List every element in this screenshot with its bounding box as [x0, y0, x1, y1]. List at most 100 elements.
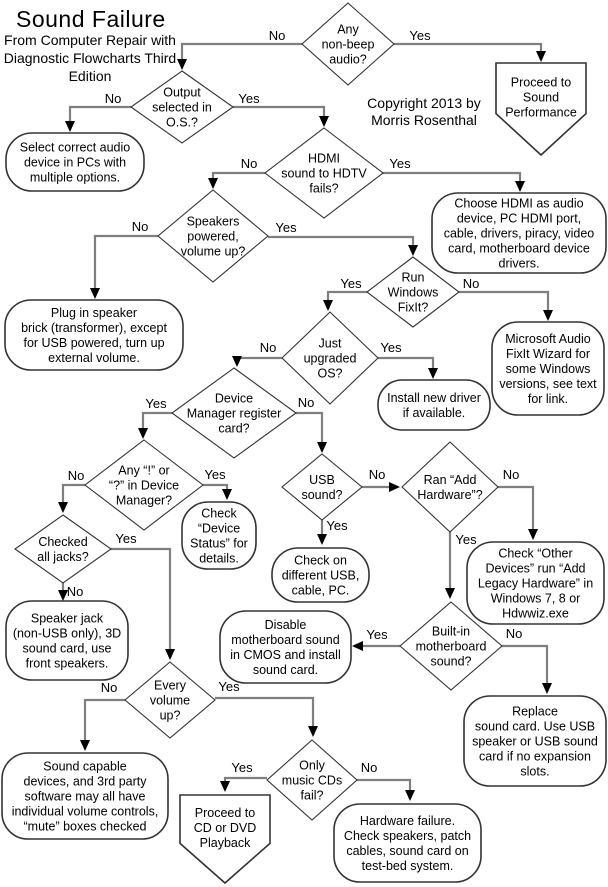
- just-upgraded-text: Just: [319, 337, 342, 351]
- check-usb-box: [271, 547, 370, 603]
- choose-hdmi-text: cable, drivers, piracy, video: [444, 227, 595, 241]
- ran-add-hw-diamond: [401, 441, 499, 533]
- edge-label: No: [506, 626, 523, 641]
- only-cds-text: fail?: [301, 789, 324, 803]
- edge-checked-jacks-yes: [111, 547, 175, 660]
- edge-label: Yes: [326, 518, 348, 533]
- sound-capable-text: individual volume controls,: [12, 805, 159, 819]
- copyright-line: Morris Rosenthal: [371, 112, 477, 128]
- sound-capable-text: “mute” boxes checked: [24, 820, 147, 834]
- run-fixit-text: FixIt?: [398, 301, 429, 315]
- edge-label: No: [260, 340, 277, 355]
- disable-mb-text: Disable: [265, 618, 307, 632]
- check-other-text: Legacy Hardware” in: [478, 577, 593, 591]
- replace-card-text: Replace: [512, 705, 558, 719]
- edge-output-os-no: [65, 105, 131, 132]
- any-bang-diamond: [84, 439, 204, 531]
- hdmi-text: HDMI: [308, 152, 340, 166]
- disable-mb-text: in CMOS and install: [230, 648, 340, 662]
- dm-register-diamond: [171, 367, 297, 459]
- edge-label: No: [298, 395, 315, 410]
- sound-capable-text: devices, and 3rd party: [24, 775, 148, 789]
- usb-sound-diamond: [281, 453, 363, 521]
- flowchart-title: Sound Failure: [16, 6, 166, 32]
- edge-label: No: [463, 276, 480, 291]
- sound-capable-text: software may all have: [25, 790, 146, 804]
- select-audio-box: [5, 132, 145, 192]
- edge-hdmi-yes: [383, 171, 525, 192]
- check-other-text: Windows 7, 8 or: [491, 592, 581, 606]
- choose-hdmi-text: card, motherboard device: [448, 242, 590, 256]
- only-cds-text: music CDs: [282, 774, 342, 788]
- ran-add-hw-text: Hardware”?: [417, 488, 482, 502]
- every-volume-text: up?: [160, 709, 181, 723]
- edge-label: No: [369, 467, 386, 482]
- ms-fixit-text: FixIt Wizard for: [506, 347, 590, 361]
- edge-label: No: [101, 680, 118, 695]
- every-volume-diamond: [124, 661, 216, 739]
- edge-any-bang-no: [58, 483, 85, 513]
- choose-hdmi-text: drivers.: [499, 257, 540, 271]
- edge-only-cds-no: [357, 778, 415, 801]
- output-os-text: O.S.?: [166, 116, 198, 130]
- select-audio-text: device in PCs with: [24, 156, 126, 170]
- edge-label: Yes: [204, 467, 226, 482]
- edge-speakers-powered-yes: [268, 235, 418, 256]
- edge-label: No: [68, 468, 85, 483]
- just-upgraded-diamond: [281, 311, 379, 405]
- check-other-text: Check “Other: [498, 547, 572, 561]
- replace-card-text: speaker or USB sound: [472, 735, 598, 749]
- edge-label: Yes: [389, 156, 411, 171]
- edge-label: Yes: [340, 276, 362, 291]
- replace-card-text: sound card. Use USB: [475, 720, 595, 734]
- checked-jacks-text: all jacks?: [37, 550, 88, 564]
- any-audio-diamond: [301, 2, 395, 86]
- disable-mb-box: [219, 610, 352, 684]
- edge-label: Yes: [238, 91, 260, 106]
- check-usb-text: cable, PC.: [292, 584, 350, 598]
- choose-hdmi-text: Choose HDMI as audio: [454, 197, 583, 211]
- edge-label: Yes: [231, 760, 253, 775]
- speaker-jack-text: sound card, use: [23, 642, 112, 656]
- sound-performance-pentagon: [495, 62, 587, 157]
- check-usb-text: Check on: [294, 554, 347, 568]
- edge-label: Yes: [409, 28, 431, 43]
- check-status-text: Check: [201, 507, 237, 521]
- check-usb-text: different USB,: [282, 569, 360, 583]
- edge-run-fixit-no: [459, 290, 553, 321]
- checked-jacks-text: Checked: [38, 535, 87, 549]
- edge-speakers-powered-no: [90, 234, 158, 299]
- install-driver-box: [377, 379, 491, 431]
- check-status-text: Status” for: [190, 537, 248, 551]
- output-os-text: Output: [163, 86, 201, 100]
- sound-performance-text: Performance: [505, 106, 577, 120]
- hdmi-diamond: [264, 127, 384, 219]
- edge-label: No: [269, 28, 286, 43]
- subtitle-line: Edition: [68, 68, 112, 84]
- ms-fixit-text: for link.: [528, 392, 568, 406]
- speaker-jack-text: (non-USB only), 3D: [13, 627, 121, 641]
- plug-brick-text: brick (transformer), except: [21, 321, 167, 335]
- only-cds-diamond: [266, 739, 358, 821]
- run-fixit-text: Windows: [388, 286, 439, 300]
- any-audio-text: non-beep: [322, 38, 375, 52]
- every-volume-text: volume: [150, 694, 190, 708]
- replace-card-text: slots.: [520, 765, 549, 779]
- every-volume-text: Every: [154, 679, 187, 693]
- check-status-box: [181, 501, 257, 570]
- subtitle-line: From Computer Repair with: [4, 32, 176, 48]
- output-os-text: selected in: [152, 101, 212, 115]
